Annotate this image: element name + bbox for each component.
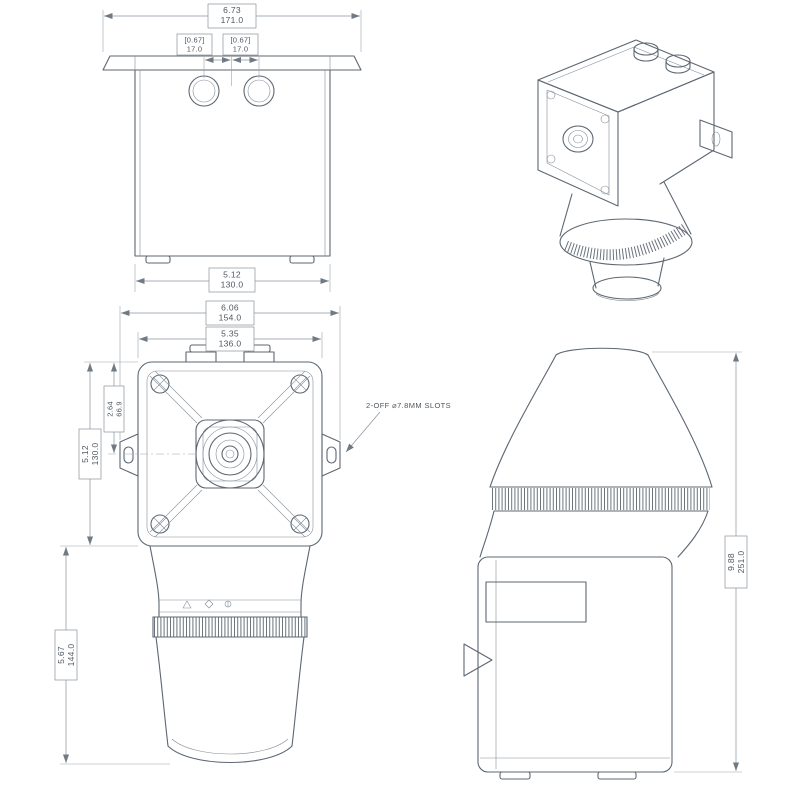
dim-gland-right: [0.67] 17.0 [222,33,259,56]
iso-screw [600,185,610,195]
dim-side-overall-height: 9.88 251.0 [724,535,748,589]
dim-mm: 136.0 [219,339,242,349]
iso-top-panel-edge [547,46,705,83]
dim-inches: 2.64 [106,401,115,416]
dim-box [724,535,748,589]
side-bracket [463,643,493,677]
dim-front-body-width: 5.35 136.0 [205,326,255,352]
cert-mark-triangle [182,600,192,609]
iso-gland-cap-2 [665,54,691,74]
iso-side-gland [562,125,594,153]
side-view: 9.88 251.0 [463,347,748,780]
dim-box [54,629,78,681]
foot-right [289,255,315,264]
side-body [463,556,673,780]
foot-right [597,771,637,780]
mounting-flange [102,55,362,71]
iso-screw [600,114,610,124]
dim-mm: 66.9 [115,401,124,416]
dim-box [207,3,257,29]
slot-note: 2-OFF ⌀7.8MM SLOTS [366,401,451,410]
dim-overall-width-top: 6.73 171.0 [207,3,257,29]
iso-front-face [537,79,619,207]
dim-mm: 171.0 [221,15,244,25]
iso-gland-cap-1 [633,42,659,62]
dim-inches: 5.35 [221,329,239,339]
dim-mm: 130.0 [90,443,100,466]
product-label [485,581,587,623]
iso-horn [559,181,693,301]
dim-mm: 17.0 [233,45,248,54]
cert-mark-diamond [204,599,214,609]
dim-box [205,300,255,326]
dim-mm: 154.0 [219,313,242,323]
cable-gland-right-inner [247,79,271,103]
iso-right-face [617,71,715,185]
horn-flare [149,545,311,764]
cable-gland-left [188,75,220,107]
dim-mm: 144.0 [66,644,76,667]
dim-mm: 130.0 [221,280,244,290]
dim-inches: [0.67] [185,36,205,45]
face-ribs [149,370,311,538]
cable-gland-right [243,75,275,107]
iso-mounting-wing [699,119,733,159]
dim-mm: 17.0 [187,45,202,54]
dim-inches: 9.88 [726,553,736,571]
foot-left [499,771,531,780]
dim-box [208,267,256,293]
foot-left [145,255,171,264]
top-boss-right [243,351,275,363]
dim-box [176,33,213,56]
cable-gland-left-inner [192,79,216,103]
iso-knurl-band [563,223,690,261]
dim-box [78,428,102,480]
dim-box [103,385,125,433]
dim-inches: [0.67] [231,36,251,45]
rear-view: 6.73 171.0 [0.67] 17.0 [0.67] 17.0 5.12 … [102,3,362,293]
dim-inches: 6.06 [221,303,239,313]
dim-gland-left: [0.67] 17.0 [176,33,213,56]
dim-front-body-height: 5.12 130.0 [78,428,102,480]
iso-screw [546,90,556,100]
mounting-lug-left [119,433,139,477]
slot-note-leader [345,411,381,453]
isometric-view [537,39,733,301]
mounting-lug-right [321,433,341,477]
front-view: 6.06 154.0 5.35 136.0 5.12 130.0 2.64 66… [54,300,451,765]
dim-box [205,326,255,352]
dim-front-overall-width: 6.06 154.0 [205,300,255,326]
dim-inches: 5.12 [223,270,241,280]
dim-front-horn-height: 5.67 144.0 [54,629,78,681]
side-horn [479,347,713,558]
dim-inches: 6.73 [223,5,241,15]
dim-mm: 251.0 [736,551,746,574]
dim-front-center-offset: 2.64 66.9 [103,385,125,433]
dim-box [222,33,259,56]
front-body-panel [146,370,314,538]
dim-body-width-bottom: 5.12 130.0 [208,267,256,293]
top-boss-left [185,351,217,363]
iso-top-face [537,39,715,113]
dim-inches: 5.67 [56,646,66,664]
center-gland [195,419,265,489]
iso-screw [546,154,556,164]
dim-inches: 5.12 [80,445,90,463]
body-outline [134,69,331,257]
iso-front-panel [546,89,610,196]
